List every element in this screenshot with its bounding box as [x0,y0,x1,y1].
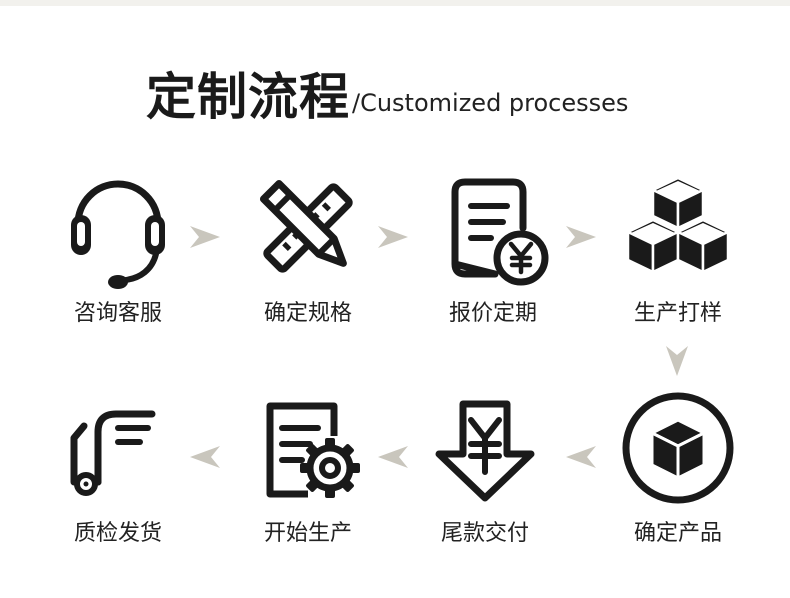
cubes-icon [626,176,730,274]
process-step-quote: 报价定期 [418,178,568,378]
process-step-final-payment: 尾款交付 [410,398,560,598]
flow-arrow-right [190,226,220,248]
step-label: 开始生产 [263,521,352,546]
page-title: 定制流程 [146,68,350,126]
flow-arrow-down [666,346,688,376]
flow-arrow-right [378,226,408,248]
flow-arrow-left [566,446,596,468]
flow-arrow-left [378,446,408,468]
step-label: 报价定期 [448,301,537,326]
page-subtitle: /Customized processes [352,89,629,117]
process-step-sample: 生产打样 [603,176,753,378]
step-label: 确定规格 [263,301,352,326]
hand-truck-icon [70,410,156,496]
top-band [0,0,790,6]
step-label: 质检发货 [73,521,162,546]
ruler-pencil-icon [259,179,353,273]
process-step-specs: 确定规格 [233,178,383,378]
headset-icon [71,180,165,289]
step-label: 生产打样 [633,301,722,326]
document-gear-icon [266,402,360,498]
process-step-start-production: 开始生产 [233,398,383,598]
step-label: 咨询客服 [73,301,162,326]
yen-arrow-down-icon [435,400,535,502]
process-step-confirm-product: 确定产品 [603,392,753,598]
step-label: 确定产品 [633,521,722,546]
page-header: 定制流程 /Customized processes [146,62,628,126]
step-label: 尾款交付 [440,521,529,546]
flow-arrow-left [190,446,220,468]
process-step-consult: 咨询客服 [43,178,193,378]
quote-document-yen-icon [451,178,549,286]
box-in-circle-icon [622,392,734,504]
flow-arrow-right [566,226,596,248]
process-step-inspect-ship: 质检发货 [43,398,193,598]
